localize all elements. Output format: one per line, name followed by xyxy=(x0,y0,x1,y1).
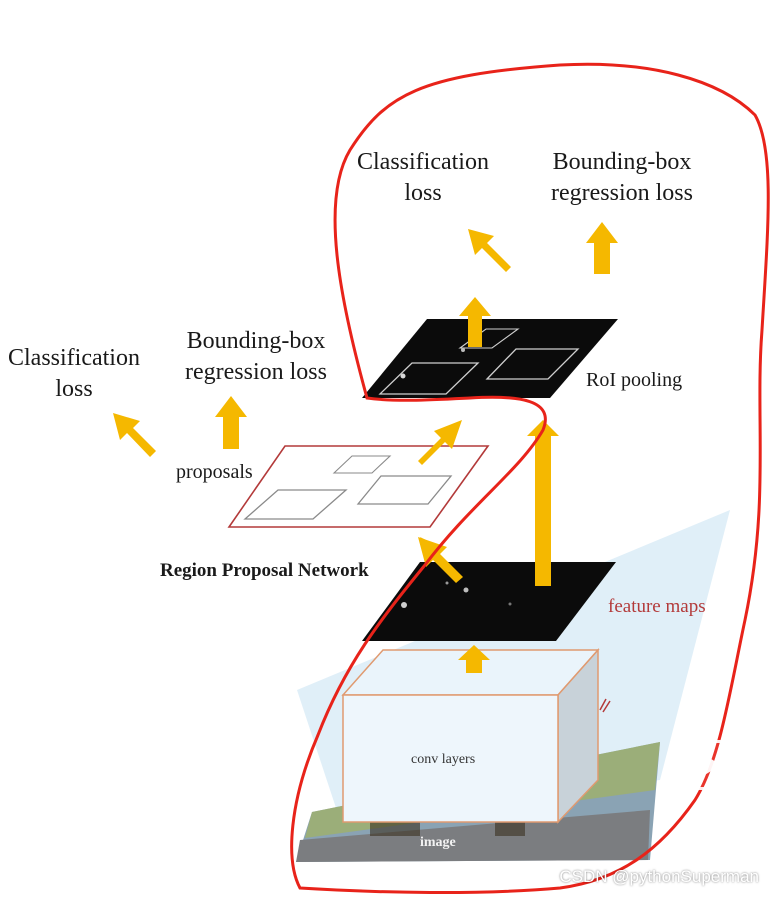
rpn-classification-label: Classification loss xyxy=(0,343,148,405)
rpn-bbox-line2: regression loss xyxy=(185,359,327,385)
arrow-rpn-bbox xyxy=(215,396,247,449)
head-bbox-line1: Bounding-box xyxy=(552,149,692,175)
feature-maps-label: feature maps xyxy=(608,596,706,617)
feature-maps-plane xyxy=(362,562,616,641)
rpn-bbox-line1: Bounding-box xyxy=(186,328,326,354)
proposals-label: proposals xyxy=(176,461,253,483)
arrow-proposals-to-roi xyxy=(418,420,462,465)
arrow-head-cls xyxy=(468,229,511,272)
head-cls-line1: Classification xyxy=(357,149,489,175)
annotation-tick xyxy=(599,698,611,713)
image-label: image xyxy=(420,835,456,850)
conv-layers-box xyxy=(341,648,600,824)
rpn-label: Region Proposal Network xyxy=(160,560,369,581)
head-bbox-line2: regression loss xyxy=(551,180,693,206)
arrow-head-bbox xyxy=(586,222,618,274)
head-bbox-label: Bounding-box regression loss xyxy=(532,147,712,209)
arrows xyxy=(113,222,618,673)
annotation-outline xyxy=(290,62,770,895)
head-classification-label: Classification loss xyxy=(340,147,506,209)
arrow-feature-to-roi xyxy=(527,420,559,586)
watermark: CSDN @pythonSuperman xyxy=(559,867,759,886)
rpn-cls-line2: loss xyxy=(55,376,93,402)
rpn-bbox-label: Bounding-box regression loss xyxy=(166,326,346,388)
conv-layers-label: conv layers xyxy=(411,752,476,767)
roi-pooling-label: RoI pooling xyxy=(586,369,683,391)
head-cls-line2: loss xyxy=(404,180,442,206)
arrow-rpn-cls xyxy=(113,413,156,457)
play-icon[interactable] xyxy=(683,740,737,790)
rpn-cls-line1: Classification xyxy=(8,345,140,371)
proposals-plane xyxy=(227,445,490,528)
arrow-conv-to-feature xyxy=(458,645,490,673)
roi-pooling-plane xyxy=(362,319,618,398)
arrow-roi-up xyxy=(459,297,491,347)
